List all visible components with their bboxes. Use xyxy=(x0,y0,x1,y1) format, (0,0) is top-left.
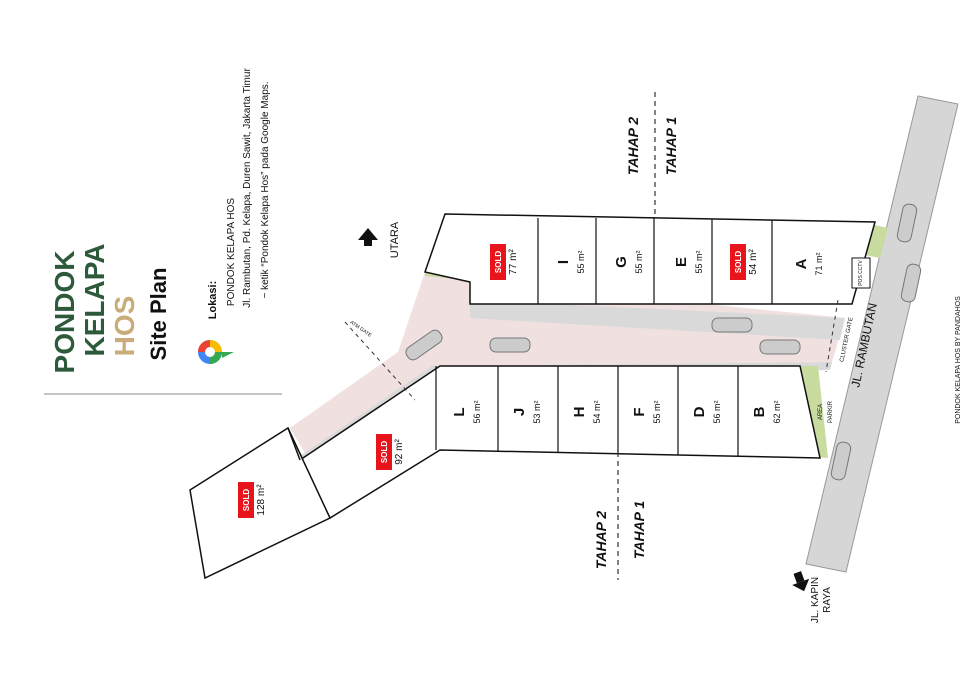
sold-badge-text: SOLD xyxy=(242,489,251,511)
bottom-lot-dividers xyxy=(435,366,739,456)
lot-area: 55 m² xyxy=(694,250,704,273)
lot-area: 53 m² xyxy=(532,400,542,423)
site-plan-title: Site Plan xyxy=(146,268,171,361)
cctv-label: POS CCTV xyxy=(858,260,864,286)
sold-badge-text: SOLD xyxy=(380,441,389,463)
location-hint: ~ ketik “Pondok Kelapa Hos” pada Google … xyxy=(260,81,271,298)
lot-area: 54 m² xyxy=(748,249,759,275)
atm-gate-line xyxy=(344,321,416,401)
cctv-post xyxy=(851,257,871,289)
location-address: Jl. Rambutan, Pd. Kelapa, Duren Sawit, J… xyxy=(242,68,253,308)
lot-letter-G: G xyxy=(613,256,630,268)
brand-line2: KELAPA xyxy=(79,243,110,356)
lot-letter-J: J xyxy=(511,408,528,416)
top-lot-dividers xyxy=(537,218,773,304)
atm-gate-label: ATM GATE xyxy=(349,320,373,340)
lot-area: 56 m² xyxy=(472,400,482,423)
lot-area: 128 m² xyxy=(256,484,267,516)
lot-area: 62 m² xyxy=(772,400,782,423)
phase1-top: TAHAP 1 xyxy=(663,117,679,176)
road-exit-label: JL. KAPIN xyxy=(810,577,821,623)
car-icon xyxy=(830,441,852,481)
lot-area: 56 m² xyxy=(712,400,722,423)
lot-letter-E: E xyxy=(673,257,690,267)
parking-label: AREA xyxy=(818,404,824,420)
lot-letter-D: D xyxy=(691,406,708,417)
credit-label: PONDOK KELAPA HOS BY PANDAHOS xyxy=(955,296,962,424)
parking-label-2: PARKIR xyxy=(828,400,834,423)
sold-badge xyxy=(376,434,392,470)
phase2-bottom: TAHAP 2 xyxy=(593,511,609,570)
sold-badge xyxy=(730,244,746,280)
car-icon xyxy=(900,263,922,303)
google-maps-pin-icon xyxy=(198,340,234,364)
lot-area: 54 m² xyxy=(592,400,602,423)
cars xyxy=(405,203,922,481)
sold-badge-text: SOLD xyxy=(734,251,743,273)
lot-letter-F: F xyxy=(631,407,648,416)
sold-badge-text: SOLD xyxy=(494,251,503,273)
compass-label: UTARA xyxy=(389,221,401,258)
lot-letter-H: H xyxy=(571,407,588,418)
brand-line3: HOS xyxy=(109,296,140,357)
lot-area: 55 m² xyxy=(634,250,644,273)
lot-divider xyxy=(287,427,301,461)
lot-letter-A: A xyxy=(793,258,810,269)
lot-area: 77 m² xyxy=(508,249,519,275)
lot-letter-L: L xyxy=(451,407,468,416)
sold-badge xyxy=(238,482,254,518)
road-sidewalk-top xyxy=(470,300,845,340)
location-name: PONDOK KELAPA HOS xyxy=(226,198,237,307)
lot-area: 71 m² xyxy=(814,252,824,275)
phase2-top: TAHAP 2 xyxy=(625,117,641,176)
location-heading: Lokasi: xyxy=(207,281,219,320)
lot-letter-B: B xyxy=(751,406,768,417)
lot-128-outline xyxy=(189,426,331,580)
lot-letter-I: I xyxy=(555,260,572,264)
car-icon xyxy=(489,337,531,353)
sold-badge xyxy=(490,244,506,280)
exit-arrow-icon xyxy=(792,571,810,592)
car-icon xyxy=(759,339,801,355)
lot-area: 55 m² xyxy=(576,250,586,273)
car-icon xyxy=(896,203,918,243)
lot-area: 55 m² xyxy=(652,400,662,423)
car-icon xyxy=(405,329,443,361)
lot-area: 92 m² xyxy=(394,439,405,465)
north-arrow-icon xyxy=(358,228,378,246)
brand-line1: PONDOK xyxy=(49,251,80,374)
phase1-bottom: TAHAP 1 xyxy=(631,501,647,560)
car-icon xyxy=(711,317,753,333)
road-exit-label-2: RAYA xyxy=(822,587,833,613)
